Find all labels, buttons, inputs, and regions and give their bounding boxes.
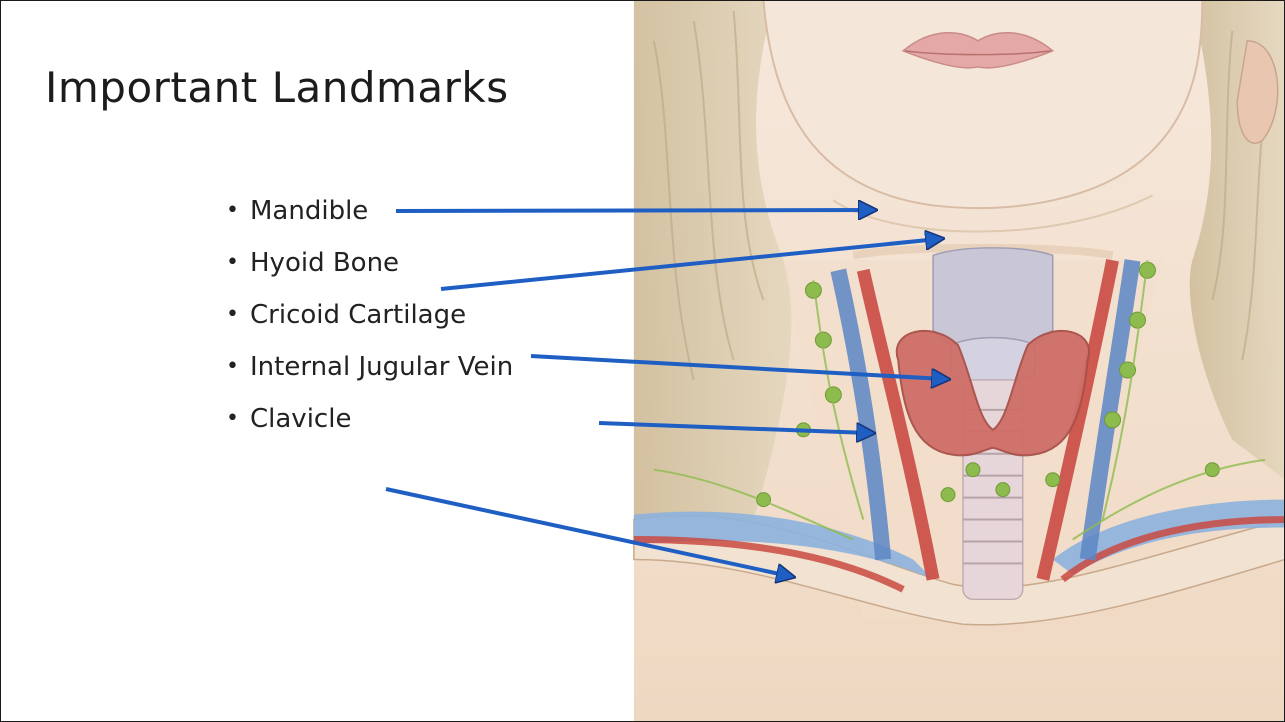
bullet-mandible: Mandible [226,189,513,241]
landmark-list: Mandible Hyoid Bone Cricoid Cartilage In… [226,189,513,449]
bullet-clavicle: Clavicle [226,397,513,449]
bullet-hyoid-bone: Hyoid Bone [226,241,513,293]
slide-title: Important Landmarks [45,63,509,112]
neck-anatomy-illustration [633,1,1285,721]
bullet-cricoid-cartilage: Cricoid Cartilage [226,293,513,345]
bullet-internal-jugular-vein: Internal Jugular Vein [226,345,513,397]
